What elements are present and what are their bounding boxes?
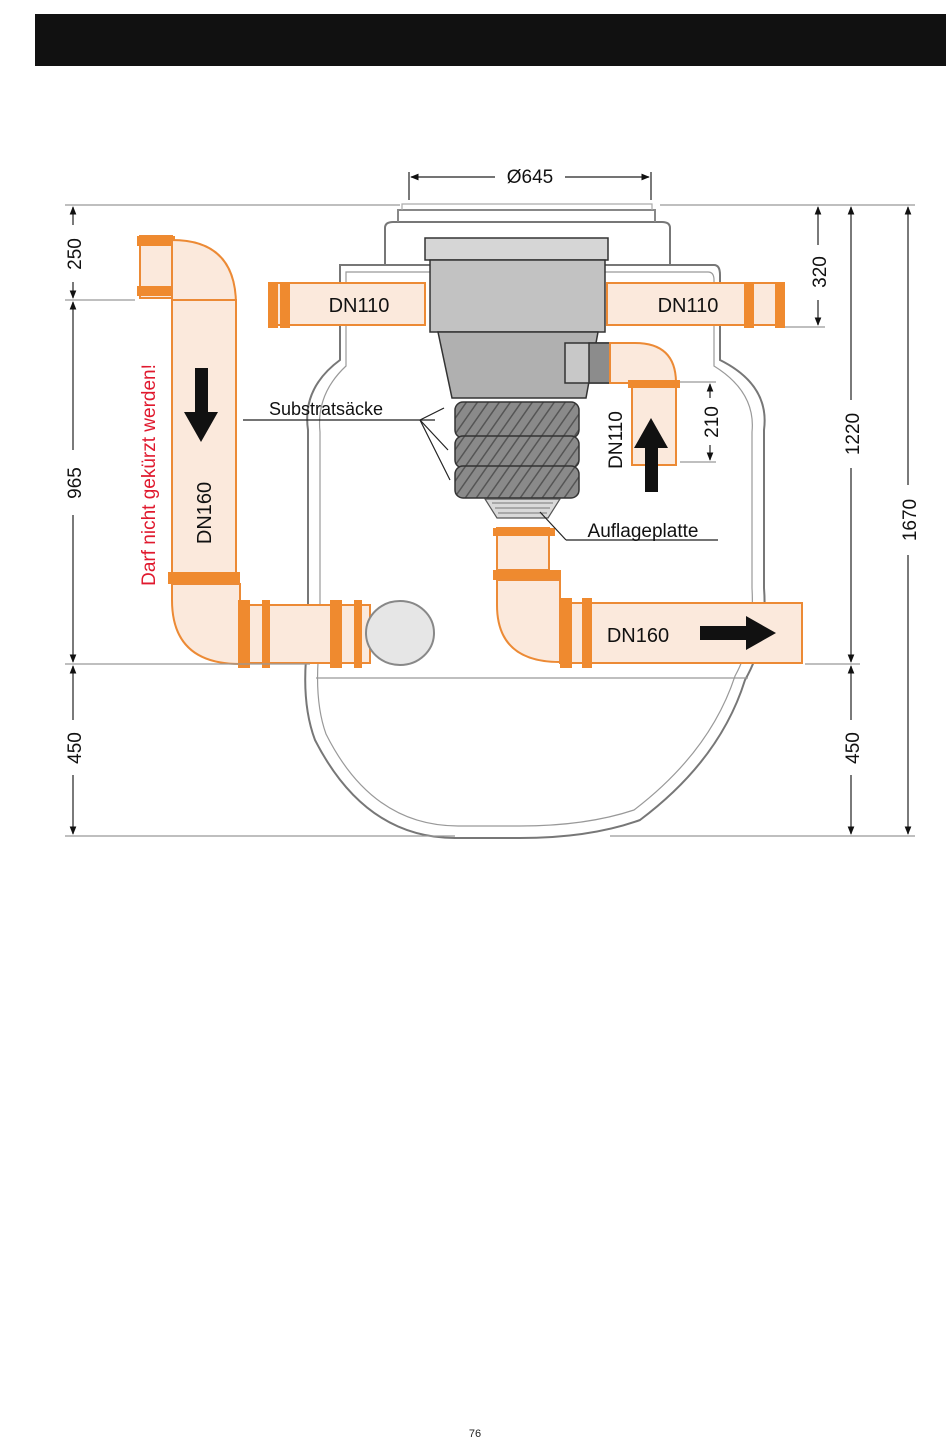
label-inlet-left: DN110 [329,295,390,317]
support-plate [485,499,560,518]
dim-right-middle: 1220 [843,413,864,455]
label-down-pipe: DN160 [194,482,216,544]
warning-text: Darf nicht gekürzt werden! [139,364,160,586]
dim-right-top: 320 [810,256,831,288]
substrate-bags [455,402,579,498]
dim-left-bottom: 450 [65,732,86,764]
label-outlet: DN160 [607,625,669,647]
label-side-pipe: DN110 [606,411,627,469]
dim-right-bottom: 450 [843,732,864,764]
dim-left-top: 250 [65,238,86,270]
outlet-pipe [493,528,802,668]
label-support-plate: Auflageplatte [588,521,699,542]
label-substrate-bags: Substratsäcke [269,399,383,419]
filter-insert [425,238,610,398]
dim-right-total: 1670 [900,499,921,541]
dim-left-middle: 965 [65,467,86,499]
dim-right-inner: 210 [702,406,723,438]
label-inlet-right: DN110 [658,295,719,317]
dim-top-diameter: Ø645 [507,167,553,188]
page-number: 76 [0,1428,950,1440]
